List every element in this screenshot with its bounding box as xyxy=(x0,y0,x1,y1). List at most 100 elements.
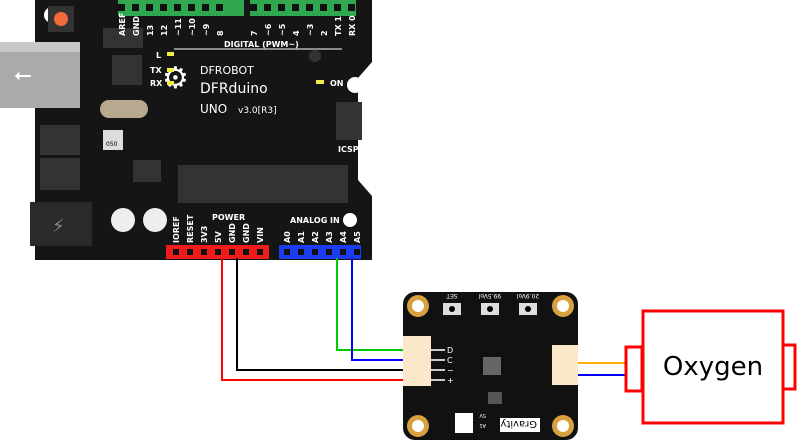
digital-pin xyxy=(132,4,139,11)
oxygen-probe: Oxygen xyxy=(624,309,797,425)
digital-header-right xyxy=(250,0,356,16)
led-l-label: L xyxy=(156,51,161,60)
digital-pin xyxy=(250,4,257,11)
usb-connector xyxy=(0,42,80,108)
digital-pin xyxy=(334,4,341,11)
sensor-button-label: 20.9Vol xyxy=(517,292,540,299)
usb-chip xyxy=(112,55,142,85)
power-pin xyxy=(215,249,221,255)
power-pin xyxy=(243,249,249,255)
version-label: v3.0[R3] xyxy=(238,106,277,116)
digital-pin-label: 12 xyxy=(160,25,169,36)
digital-pin-label: ~11 xyxy=(174,18,183,36)
uno-label: UNO xyxy=(200,102,227,116)
sensor-pin-label: + xyxy=(447,376,454,385)
analog-pin xyxy=(326,249,332,255)
brand-label: DFROBOT xyxy=(200,64,254,77)
power-label: POWER xyxy=(212,213,245,222)
analog-pin-label: A0 xyxy=(283,231,292,243)
digital-pin-label: ~6 xyxy=(264,23,273,36)
digital-pin xyxy=(174,4,181,11)
digital-pin xyxy=(188,4,195,11)
wire-gnd xyxy=(236,258,405,371)
pin-header-2x3 xyxy=(103,28,143,48)
power-pin-label: RESET xyxy=(186,214,195,243)
usb-icon: ⭠ xyxy=(14,63,32,88)
power-pin-label: 3V3 xyxy=(200,226,209,243)
digital-pin xyxy=(146,4,153,11)
switch-label: A1 xyxy=(479,422,486,428)
mcu-chip xyxy=(483,357,501,375)
digital-pin-label: 7 xyxy=(250,30,259,36)
digital-pin-label: 13 xyxy=(146,25,155,36)
analog-pin xyxy=(340,249,346,255)
digital-label: DIGITAL (PWM~) xyxy=(224,40,299,49)
analog-pin xyxy=(298,249,304,255)
digital-pin-label: GND xyxy=(132,16,141,36)
digital-pin-label: ~9 xyxy=(202,23,211,36)
wire-a4 xyxy=(336,258,405,351)
digital-pin xyxy=(278,4,285,11)
analog-pin-label: A4 xyxy=(339,231,348,243)
power-pin xyxy=(229,249,235,255)
analog-pin xyxy=(354,249,360,255)
power-pin xyxy=(201,249,207,255)
analog-header xyxy=(279,245,361,259)
digital-pin xyxy=(202,4,209,11)
led-tx-label: TX xyxy=(150,66,162,75)
fuse-label: 050 xyxy=(106,141,118,148)
sensor-button-label: SET xyxy=(446,292,458,299)
gravity-logo: Gravity xyxy=(500,418,537,429)
analog-pin xyxy=(284,249,290,255)
digital-pin xyxy=(348,4,355,11)
power-pin-label: IOREF xyxy=(172,216,181,243)
analog-label: ANALOG IN xyxy=(290,216,340,225)
analog-pin xyxy=(312,249,318,255)
wire-a5 xyxy=(351,258,405,361)
probe-label: Oxygen xyxy=(663,352,763,382)
digital-pin xyxy=(118,4,125,11)
led-on-label: ON xyxy=(330,79,344,88)
power-pin xyxy=(173,249,179,255)
wire-5v xyxy=(221,258,405,381)
sensor-pin-label: C xyxy=(447,356,453,365)
power-pin-label: 5V xyxy=(214,230,223,243)
capacitor xyxy=(143,208,167,232)
power-pin xyxy=(187,249,193,255)
dip-switch[interactable] xyxy=(455,413,473,433)
gravity-connector-4pin xyxy=(403,336,431,386)
power-pin-label: GND xyxy=(242,223,251,243)
capacitor xyxy=(111,208,135,232)
sensor-pin-label: − xyxy=(447,366,454,375)
digital-pin-label: 8 xyxy=(216,30,225,36)
digital-pin-label: ~5 xyxy=(278,23,287,36)
analog-pin-label: A1 xyxy=(297,231,306,243)
analog-pin-label: A5 xyxy=(353,231,362,243)
led-rx-label: RX xyxy=(150,79,163,88)
model-label: DFRduino xyxy=(200,81,268,97)
digital-pin xyxy=(306,4,313,11)
mount-hole xyxy=(309,50,321,62)
analog-pin-label: A3 xyxy=(325,231,334,243)
digital-pin-label: AREF xyxy=(118,13,127,36)
power-pin-label: VIN xyxy=(256,227,265,243)
crystal xyxy=(100,100,148,118)
analog-pin-label: A2 xyxy=(311,231,320,243)
probe-connector xyxy=(552,345,578,385)
icsp-header xyxy=(336,102,362,140)
digital-pin xyxy=(292,4,299,11)
mount-hole xyxy=(343,213,357,227)
sensor-pin-label: D xyxy=(447,346,453,355)
icsp-label: ICSP xyxy=(338,145,359,154)
power-pin xyxy=(257,249,263,255)
power-jack xyxy=(30,202,92,246)
digital-pin xyxy=(264,4,271,11)
wires xyxy=(221,258,626,381)
atmega-chip xyxy=(178,165,348,203)
lightning-icon: ⚡ xyxy=(52,216,65,237)
sensor-button-label: 99.5Vol xyxy=(479,292,502,299)
digital-pin xyxy=(320,4,327,11)
